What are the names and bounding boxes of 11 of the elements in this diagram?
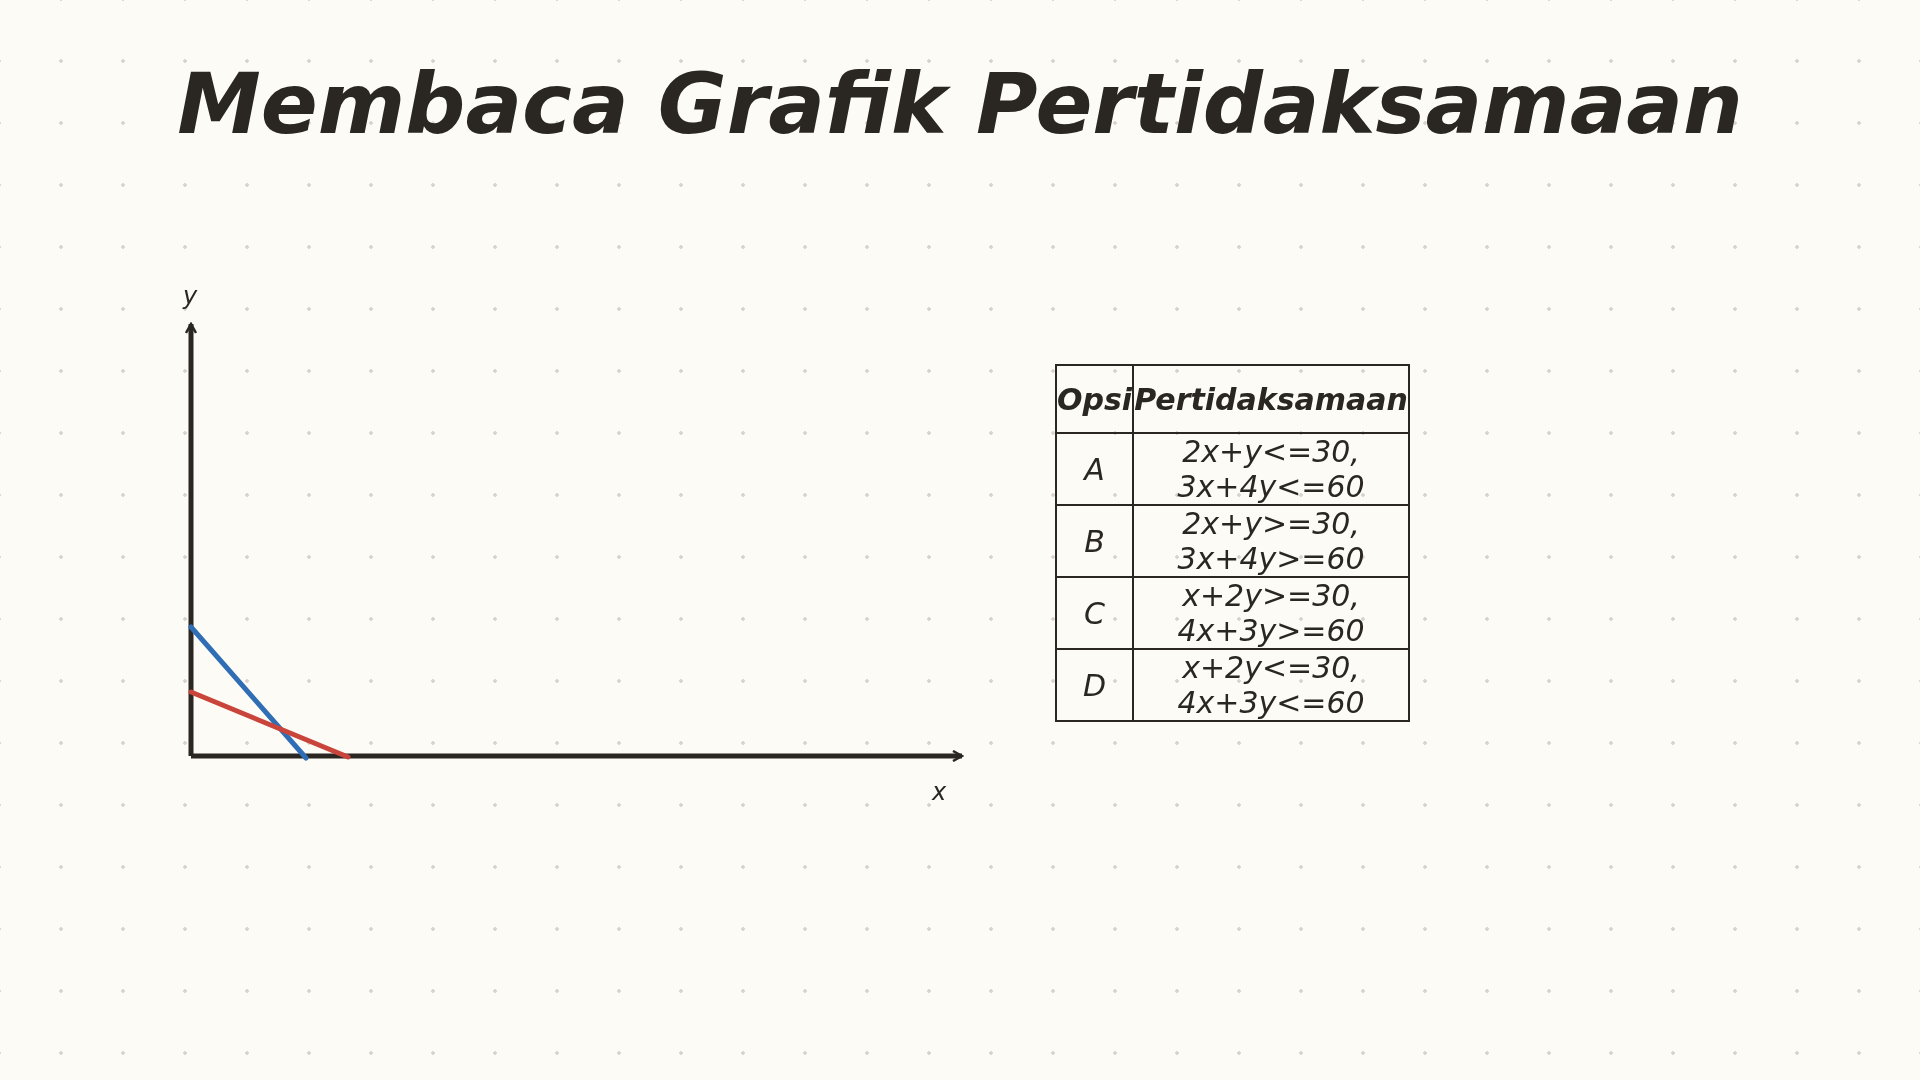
title: Membaca Grafik Pertidaksamaan: [176, 58, 1744, 151]
column-header: Opsi: [1056, 365, 1134, 433]
axis-label: y: [183, 282, 198, 310]
table-cell: A: [1056, 433, 1134, 505]
table-cell: B: [1056, 505, 1134, 577]
axis-label: x: [932, 778, 947, 806]
table-cell: x+2y<=30, 4x+3y<=60: [1133, 649, 1409, 721]
table-cell: C: [1056, 577, 1134, 649]
table-cell: D: [1056, 649, 1134, 721]
table-cell: 2x+y<=30, 3x+4y<=60: [1133, 433, 1409, 505]
column-header: Pertidaksamaan: [1133, 365, 1409, 433]
